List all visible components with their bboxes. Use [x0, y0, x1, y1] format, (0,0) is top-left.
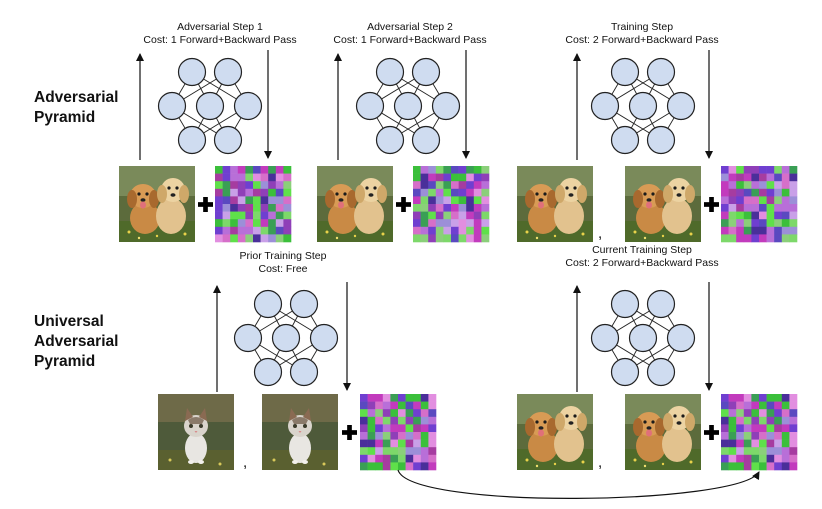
step-cost: Cost: 1 Forward+Backward Pass: [143, 33, 297, 46]
plus-icon: [342, 425, 357, 440]
step-name: Adversarial Step 1: [177, 21, 263, 33]
neural-network-icon: [590, 289, 696, 387]
comma-separator: ,: [598, 454, 602, 471]
plus-icon: [198, 197, 213, 212]
neural-network-icon: [157, 57, 263, 155]
step-name: Training Step: [610, 21, 674, 33]
comma-separator: ,: [243, 454, 247, 471]
step-name: Current Training Step: [592, 244, 692, 256]
step-cost: Cost: 2 Forward+Backward Pass: [565, 256, 719, 269]
plus-icon: [704, 197, 719, 212]
adversarial-step-1-group: [119, 50, 292, 243]
puppy-image: [517, 394, 593, 470]
puppy-image: [625, 166, 701, 242]
training-step-group: ,: [517, 50, 798, 243]
plus-icon: [396, 197, 411, 212]
puppy-image: [317, 166, 393, 242]
noise-perturbation-image: [721, 394, 798, 471]
step-cost: Cost: 2 Forward+Backward Pass: [565, 33, 719, 46]
prior-training-step-group: ,: [158, 282, 437, 471]
puppy-image: [119, 166, 195, 242]
noise-perturbation-image: [721, 166, 798, 243]
step-cost: Cost: 1 Forward+Backward Pass: [333, 33, 487, 46]
plus-icon: [704, 425, 719, 440]
step-name: Adversarial Step 2: [367, 21, 453, 33]
row-label-universal-adversarial-pyramid: Universal Adversarial Pyramid: [34, 313, 119, 370]
adversarial-step-2-group: [317, 50, 490, 243]
noise-reuse-arrow: [397, 469, 760, 499]
current-training-step-group: ,: [517, 282, 798, 471]
step-title-prior-training: Prior Training Step Cost: Free: [213, 250, 353, 275]
step-cost: Cost: Free: [258, 262, 308, 275]
noise-perturbation-image: [215, 166, 292, 243]
step-title-adversarial-2: Adversarial Step 2 Cost: 1 Forward+Backw…: [320, 21, 500, 46]
kitten-image: [262, 394, 338, 470]
puppy-image: [625, 394, 701, 470]
puppy-image: [517, 166, 593, 242]
step-title-current-training: Current Training Step Cost: 2 Forward+Ba…: [552, 244, 732, 269]
noise-perturbation-image: [413, 166, 490, 243]
step-title-training: Training Step Cost: 2 Forward+Backward P…: [552, 21, 732, 46]
row-label-adversarial-pyramid: Adversarial Pyramid: [34, 89, 119, 126]
neural-network-icon: [590, 57, 696, 155]
step-title-adversarial-1: Adversarial Step 1 Cost: 1 Forward+Backw…: [140, 21, 300, 46]
neural-network-icon: [233, 289, 339, 387]
neural-network-icon: [355, 57, 461, 155]
noise-perturbation-image: [360, 394, 437, 471]
kitten-image: [158, 394, 234, 470]
comma-separator: ,: [598, 225, 602, 242]
step-name: Prior Training Step: [239, 250, 327, 262]
